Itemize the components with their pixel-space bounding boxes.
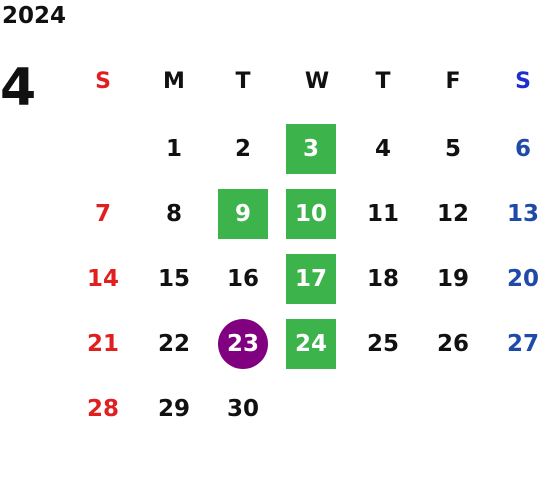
weekday-header-row: S M T W T F S: [68, 56, 548, 108]
calendar-day[interactable]: 14: [86, 266, 119, 292]
calendar-day[interactable]: 21: [86, 331, 119, 357]
calendar-day[interactable]: 11: [366, 201, 399, 227]
weekday-thursday: T: [375, 68, 391, 94]
calendar-day[interactable]: 29: [157, 396, 190, 422]
calendar-day[interactable]: 15: [157, 266, 190, 292]
weekday-sunday: S: [95, 68, 111, 94]
calendar-day[interactable]: 27: [506, 331, 539, 357]
calendar-day[interactable]: 7: [94, 201, 111, 227]
weekday-tuesday: T: [235, 68, 251, 94]
calendar-day[interactable]: 18: [366, 266, 399, 292]
calendar-year: 2024: [2, 3, 67, 29]
calendar-day[interactable]: 20: [506, 266, 539, 292]
calendar-day-marked[interactable]: 24: [286, 319, 336, 369]
weekday-wednesday: W: [304, 68, 330, 94]
calendar-month: 4: [0, 58, 37, 118]
calendar-day[interactable]: 30: [226, 396, 259, 422]
calendar-day-highlighted[interactable]: 23: [218, 319, 268, 369]
calendar-day[interactable]: 12: [436, 201, 469, 227]
calendar-day[interactable]: 5: [444, 136, 461, 162]
weekday-friday: F: [445, 68, 461, 94]
week-row: 28 29 30: [68, 384, 548, 436]
calendar-day[interactable]: 4: [374, 136, 391, 162]
calendar-day[interactable]: 25: [366, 331, 399, 357]
weekday-monday: M: [163, 68, 185, 94]
calendar-day-marked[interactable]: 10: [286, 189, 336, 239]
calendar-day[interactable]: 22: [157, 331, 190, 357]
calendar-day[interactable]: 26: [436, 331, 469, 357]
calendar-day[interactable]: 2: [234, 136, 251, 162]
calendar-day[interactable]: 8: [165, 201, 182, 227]
calendar-day[interactable]: 16: [226, 266, 259, 292]
calendar-day[interactable]: 1: [165, 136, 182, 162]
weekday-saturday: S: [515, 68, 531, 94]
calendar-day[interactable]: 28: [86, 396, 119, 422]
calendar-day[interactable]: 6: [514, 136, 531, 162]
week-row: 21 22 23 24 25 26 27: [68, 319, 548, 371]
calendar-day-marked[interactable]: 3: [286, 124, 336, 174]
week-row: 7 8 9 10 11 12 13: [68, 189, 548, 241]
calendar-day-marked[interactable]: 17: [286, 254, 336, 304]
calendar-day[interactable]: 13: [506, 201, 539, 227]
calendar-day[interactable]: 19: [436, 266, 469, 292]
week-row: 14 15 16 17 18 19 20: [68, 254, 548, 306]
week-row: 1 2 3 4 5 6: [68, 124, 548, 176]
calendar-day-marked[interactable]: 9: [218, 189, 268, 239]
